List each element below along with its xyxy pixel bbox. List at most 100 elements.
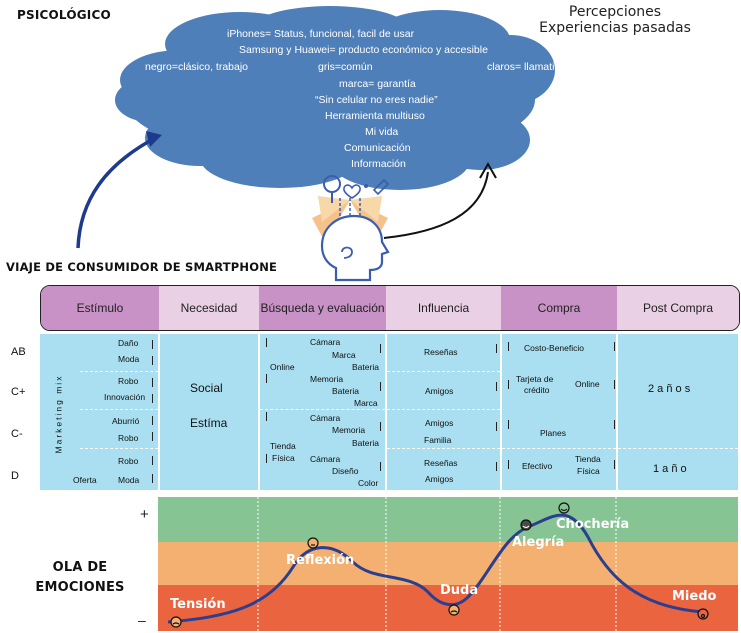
estimulo-robo-3: Robo [118,456,139,466]
right-arrow-icon [383,161,497,239]
tick [380,422,381,431]
miedo-face-icon [697,608,709,620]
tick [508,380,509,389]
tick [614,420,615,429]
post-compra-dos-anos: 2 a ñ o s [648,383,691,395]
row-divider [502,448,616,449]
emotions-heading-line1: OLA DE [52,560,108,575]
tick [152,340,153,349]
estimulo-moda: Moda [118,354,140,364]
stage-busqueda: Búsqueda y evaluación [259,286,386,330]
left-arrow-icon [76,131,162,249]
tick [508,460,509,469]
percepciones-text: Percepciones [568,4,662,20]
negative-band [158,585,738,631]
row-label-d: D [11,470,19,482]
cloud-line-samsung: Samsung y Huawei= producto económico y a… [239,44,488,56]
busqueda-camara-3: Cámara [310,454,341,464]
row-divider [80,409,158,410]
tick [152,456,153,465]
row-divider [618,448,738,449]
emotion-alegria: Alegría [512,535,565,550]
tick [496,422,497,431]
cloud-line-sin-celular: “Sin celular no eres nadie” [315,94,438,106]
row-label-ab: AB [11,346,26,358]
tick [266,412,267,421]
busqueda-camara-2: Cámara [310,413,341,423]
tick [614,380,615,389]
compra-credito: crédito [524,385,550,395]
tick [152,474,153,483]
alegria-face-icon [520,519,532,531]
busqueda-marca-2: Marca [354,398,378,408]
tension-face-icon [170,616,182,628]
necesidad-estima: Estíma [190,416,228,430]
cloud-line-claros: claros= llamativo [487,61,566,73]
tick [508,420,509,429]
tick [380,344,381,353]
tick [614,342,615,351]
emotion-tension: Tensión [170,597,226,612]
reflexion-face-icon [307,537,319,549]
busqueda-fisica: Física [272,453,295,463]
busqueda-bateria-2: Bateria [332,386,359,396]
row-label-c-plus: C+ [11,386,26,398]
marketing-mix-cell: Marketing mix [51,350,65,478]
emotions-heading: OLA DE EMOCIONES [20,558,140,598]
column-divider [258,334,260,490]
row-divider [387,448,500,449]
tick [152,394,153,403]
stage-estimulo: Estímulo [41,286,159,330]
estimulo-robo: Robo [118,376,139,386]
compra-tienda: Tienda [575,454,601,464]
column-divider [616,334,618,490]
tick [152,416,153,425]
tick [496,344,497,353]
estimulo-innovacion: Innovación [104,392,146,402]
estimulo-oferta: Oferta [73,475,97,485]
percepciones-label: Percepciones Experiencias pasadas [535,4,695,36]
emotion-scale-plus: + [140,506,149,523]
row-divider [260,409,385,410]
emotion-miedo: Miedo [672,589,717,604]
column-divider [385,334,387,490]
emotion-curve [167,513,704,624]
busqueda-camara: Cámara [310,337,341,347]
stage-compra: Compra [501,286,617,330]
positive-band [158,497,738,542]
tick [152,356,153,365]
cloud-line-marca: marca= garantía [339,78,416,90]
cloud-line-comunicacion: Comunicación [344,142,411,154]
busqueda-memoria-2: Memoria [332,425,366,435]
influencia-amigos-2: Amigos [425,418,454,428]
cloud-line-gris: gris=común [318,61,373,73]
tick [380,462,381,471]
busqueda-color: Color [358,478,379,488]
tick [380,382,381,391]
tick [152,432,153,441]
influencia-resenas: Reseñas [424,347,458,357]
compra-tarjeta: Tarjeta de [516,374,554,384]
compra-fisica: Física [577,466,600,476]
emotion-scale-minus: – [138,612,146,628]
tick [152,378,153,387]
influencia-amigos-3: Amigos [425,474,454,484]
cloud-line-herramienta: Herramienta multiuso [325,110,425,122]
emotions-heading-line2: EMOCIONES [35,580,125,595]
tick [496,382,497,391]
emotion-chocheria: Chochería [556,517,630,532]
stage-band: Estímulo Necesidad Búsqueda y evaluación… [40,285,740,331]
cloud-line-negro: negro=clásico, trabajo [145,61,249,73]
estimulo-robo-2: Robo [118,433,139,443]
busqueda-tienda: Tienda [270,441,296,451]
duda-face-icon [448,604,460,616]
thought-cloud [115,6,555,190]
busqueda-bateria: Bateria [352,362,379,372]
influencia-familia: Familia [424,435,452,445]
marketing-mix-label: Marketing mix [53,374,63,454]
busqueda-online: Online [270,362,295,372]
post-compra-un-ano: 1 a ñ o [653,463,687,475]
compra-planes: Planes [540,428,566,438]
row-divider [80,371,158,372]
estimulo-dano: Daño [118,338,139,348]
